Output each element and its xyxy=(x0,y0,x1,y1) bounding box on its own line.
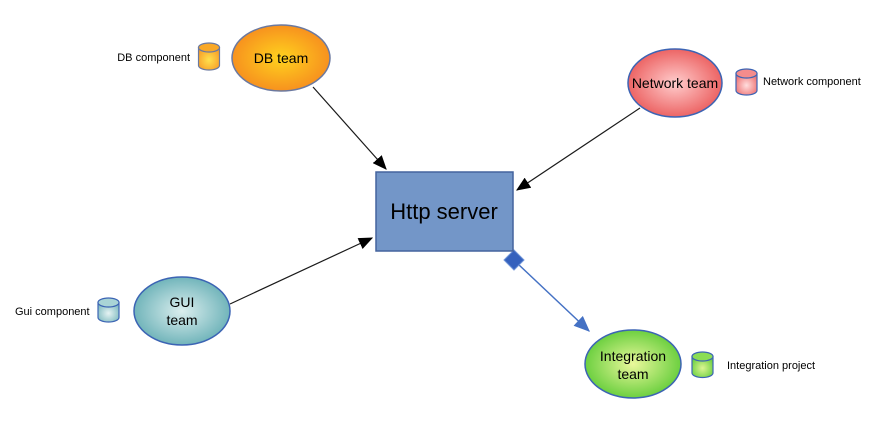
node-network-team[interactable]: Network team xyxy=(627,48,723,118)
database-cylinder-top xyxy=(197,42,221,53)
node-integration-team[interactable]: Integration team xyxy=(584,329,682,399)
gui-team-ellipse[interactable] xyxy=(133,276,231,346)
database-cylinder-body xyxy=(97,301,120,323)
integration-team-ellipse[interactable] xyxy=(584,329,682,399)
gui-component-label: Gui component xyxy=(15,306,90,318)
gui-team-label-line2: team xyxy=(166,312,197,328)
db-component-label: DB component xyxy=(117,52,190,64)
network-team-label: Network team xyxy=(632,75,718,91)
edge-line[interactable] xyxy=(229,237,374,305)
edge-db-team-to-server[interactable] xyxy=(312,86,387,170)
edge-server-to-integration-team[interactable] xyxy=(503,249,590,332)
database-cylinder-body xyxy=(197,46,221,71)
edge-gui-team-to-server[interactable] xyxy=(229,237,374,305)
database-cylinder-top xyxy=(735,68,758,79)
database-cylinder-top xyxy=(691,351,714,362)
aggregation-diamond[interactable] xyxy=(503,249,525,271)
edge-line[interactable] xyxy=(517,263,590,332)
network-component-icon[interactable] xyxy=(735,68,758,96)
db-team-label: DB team xyxy=(254,50,308,66)
gui-team-label-line1: GUI xyxy=(170,294,195,310)
database-cylinder-body xyxy=(691,355,714,379)
node-gui-team[interactable]: GUI team xyxy=(133,276,231,346)
edge-line[interactable] xyxy=(516,107,641,191)
server-label: Http server xyxy=(390,199,498,224)
node-http-server[interactable]: Http server xyxy=(375,171,514,252)
integration-team-label-line1: Integration xyxy=(600,348,666,364)
integration-team-label-line2: team xyxy=(617,366,648,382)
network-team-ellipse[interactable] xyxy=(627,48,723,118)
server-rectangle[interactable] xyxy=(375,171,514,252)
db-team-ellipse[interactable] xyxy=(231,24,331,92)
edge-line[interactable] xyxy=(312,86,387,170)
database-cylinder-body xyxy=(735,72,758,96)
network-component-label: Network component xyxy=(763,76,861,88)
gui-component-icon[interactable] xyxy=(97,297,120,323)
node-db-team[interactable]: DB team xyxy=(231,24,331,92)
edge-network-team-to-server[interactable] xyxy=(516,107,641,191)
integration-project-label: Integration project xyxy=(727,360,815,372)
database-cylinder-top xyxy=(97,297,120,308)
db-component-icon[interactable] xyxy=(197,42,221,71)
integration-project-icon[interactable] xyxy=(691,351,714,379)
